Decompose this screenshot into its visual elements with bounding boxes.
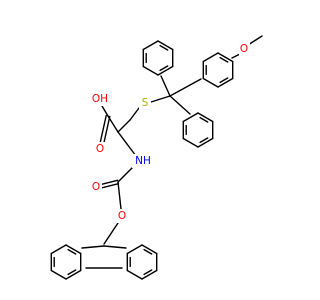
fluorene-left-inner-bond [67, 269, 77, 276]
ester-o-label: O [118, 210, 126, 222]
phenyl-top-bond [157, 65, 174, 76]
phenyl-bottom-bond [182, 112, 199, 123]
methoxyphenyl-bond [217, 52, 234, 63]
fluorene-right-bond [141, 269, 158, 280]
atom-label-sulfur: S [139, 96, 151, 110]
c-oh-bond [101, 105, 109, 117]
nh-c-bond [117, 165, 135, 183]
phenyl-bottom-inner-bond [199, 137, 209, 144]
c-o-double-bond [103, 115, 111, 145]
atom-label-nh: NH [132, 154, 154, 168]
fluorene-left-bond [65, 244, 82, 255]
methyl-bond [247, 35, 263, 46]
methoxyphenyl-bond [202, 52, 219, 63]
atom-label-methoxy: O [239, 42, 250, 56]
fluorene-right-inner-bond [143, 248, 153, 255]
atom-label-oh: OH [89, 92, 111, 106]
phenyl-bottom-bond [182, 137, 199, 148]
methoxyphenyl-bond [202, 77, 219, 88]
atom-label-ester-o: O [117, 209, 128, 223]
methoxy-bond [231, 53, 241, 59]
methoxy-o-label: O [240, 43, 248, 55]
c-o-double-bond [99, 114, 107, 144]
atom-label-acid-o: O [95, 142, 106, 156]
fluorene-right-bond [126, 269, 143, 280]
phenyl-bottom-bond [197, 137, 214, 148]
ca-nh-bond [117, 131, 137, 157]
fluorene-five-ring-bond [103, 245, 127, 249]
s-ch2-bond [129, 107, 140, 121]
o-ch2-bond [107, 222, 119, 239]
fluorene-left-bond [65, 269, 82, 280]
fluorene-five-ring-bond [81, 245, 105, 249]
trityl-s-bond [150, 95, 171, 103]
fluorene-right-bond [126, 244, 143, 255]
bonds [50, 35, 263, 280]
methoxyphenyl-inner-bond [219, 77, 229, 84]
atom-label-carbamate-o: O [91, 180, 102, 194]
carbamate-c-o-double-bond [100, 179, 119, 186]
sulfur-label: S [142, 97, 149, 109]
trityl-bond [169, 78, 202, 97]
carbamate-c-o-bond [117, 181, 122, 210]
ch2-ch-bond [117, 119, 131, 133]
phenyl-top-bond [157, 40, 174, 51]
phenyl-top-bond [142, 65, 159, 76]
methoxyphenyl-inner-bond [219, 56, 229, 63]
fluorene-left-bond [50, 244, 67, 255]
fluorene-right-inner-bond [143, 269, 153, 276]
acid-carbonyl-o-label: O [96, 143, 104, 155]
nh-label: NH [135, 155, 151, 167]
trityl-bond [169, 95, 191, 115]
phenyl-top-inner-bond [159, 65, 169, 72]
phenyl-top-inner-bond [159, 44, 169, 51]
atom-labels: OH O S NH O O O [89, 42, 250, 223]
fluorene-right-bond [141, 244, 158, 255]
ch2-c9-bond [103, 237, 109, 245]
molecule-structure: OH O S NH O O O [50, 35, 263, 280]
methoxyphenyl-bond [217, 77, 234, 88]
phenyl-bottom-bond [197, 112, 214, 123]
phenyl-bottom-inner-bond [199, 116, 209, 123]
phenyl-top-bond [142, 40, 159, 51]
carbamate-carbonyl-o-label: O [92, 181, 100, 193]
fluorene-left-inner-bond [67, 248, 77, 255]
fluorene-left-bond [50, 269, 67, 280]
carbamate-c-o-double-bond [101, 182, 120, 189]
oh-label: OH [92, 93, 108, 105]
trityl-bond [160, 75, 171, 97]
